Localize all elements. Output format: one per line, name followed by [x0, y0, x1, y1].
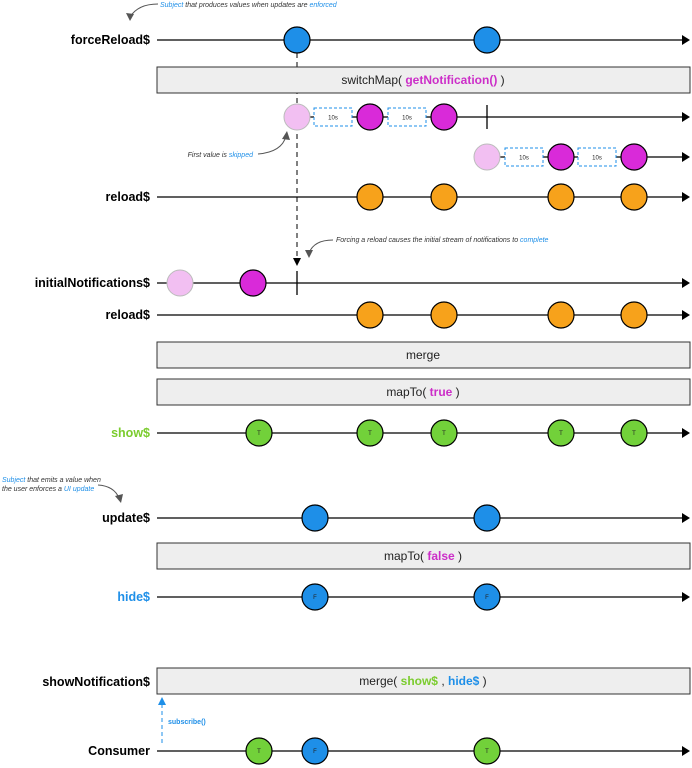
annotation-arrow-top: [129, 3, 159, 18]
marble-forceReload-2: [473, 26, 501, 54]
marble-show-2-label: T: [368, 431, 372, 437]
operator-merge-label: merge: [406, 348, 440, 362]
marble-show-1-label: T: [257, 431, 261, 437]
annotation-arrow-first: [257, 135, 287, 155]
annotation-top: Subject that produces values when update…: [160, 2, 338, 9]
delay-box: [577, 147, 617, 167]
marble-reload1-2: [430, 183, 458, 211]
marble-show-5-label: T: [632, 431, 636, 437]
delay-label: 10s: [592, 156, 602, 162]
marble-show-3: [430, 419, 458, 447]
annotation-arrowhead-forcing: [305, 250, 313, 258]
marble-show-2: [356, 419, 384, 447]
annotation-arrowhead-subject2: [115, 494, 123, 503]
annotation-forcing: Forcing a reload causes the initial stre…: [336, 237, 549, 244]
annotation-arrowhead-first: [282, 131, 290, 140]
marble-show-4: [547, 419, 575, 447]
operator-mapTo-false: [156, 542, 691, 570]
timeline-arrowhead: [682, 592, 690, 602]
marble-hide-2-label: F: [485, 595, 489, 601]
marble-hide-1: [301, 583, 329, 611]
marble-forceReload-1: [283, 26, 311, 54]
annotation-subject2-line1: Subject that emits a value when: [2, 477, 101, 484]
timeline-arrowhead: [682, 35, 690, 45]
operator-mapTo-true: [156, 378, 691, 406]
dashed-connector-arrowhead: [293, 258, 301, 266]
annotation-arrowhead-top: [126, 13, 134, 21]
marble-reload1-3: [547, 183, 575, 211]
marble-initial-skipped: [166, 269, 194, 297]
marble-reload2-1: [356, 301, 384, 329]
marble-consumer-1-label: T: [257, 749, 261, 755]
marble-reload1-4: [620, 183, 648, 211]
operator-merge: [156, 341, 691, 369]
subscribe-label: subscribe(): [168, 719, 206, 726]
label-consumer: Consumer: [88, 744, 150, 758]
operator-merge-final-label: merge( show$ , hide$ ): [359, 674, 486, 688]
operator-mapTo-false-label: mapTo( false ): [384, 549, 462, 563]
marble-reload2-2: [430, 301, 458, 329]
marble-show-5: [620, 419, 648, 447]
label-reload-2: reload$: [106, 308, 151, 322]
annotation-subject2-line2: the user enforces a UI update: [2, 486, 94, 493]
marble-reload2-4: [620, 301, 648, 329]
delay-label: 10s: [402, 116, 412, 122]
marble-hide-2: [473, 583, 501, 611]
subscribe-arrowhead: [158, 697, 166, 705]
label-show: show$: [111, 426, 150, 440]
delay-box: [313, 107, 353, 127]
annotation-arrow-forcing: [308, 239, 334, 254]
marble-consumer-2: [301, 737, 329, 765]
annotation-first-value: First value is skipped: [188, 152, 254, 159]
marble-inner2-2: [620, 143, 648, 171]
marble-consumer-1: [245, 737, 273, 765]
marble-inner1-skipped: [283, 103, 311, 131]
operator-mapTo-true-label: mapTo( true ): [386, 385, 459, 399]
label-reload-1: reload$: [106, 190, 151, 204]
label-initialNotifications: initialNotifications$: [35, 276, 150, 290]
label-showNotification: showNotification$: [42, 675, 150, 689]
delay-label: 10s: [519, 156, 529, 162]
marble-consumer-2-label: F: [313, 749, 317, 755]
marble-initial-1: [239, 269, 267, 297]
marble-hide-1-label: F: [313, 595, 317, 601]
label-forceReload: forceReload$: [71, 33, 150, 47]
marble-inner1-2: [430, 103, 458, 131]
timeline-arrowhead: [682, 746, 690, 756]
operator-merge-final: [156, 667, 691, 695]
timeline-arrowhead: [682, 152, 690, 162]
marble-update-2: [473, 504, 501, 532]
timeline-arrowhead: [682, 428, 690, 438]
marble-inner1-1: [356, 103, 384, 131]
marble-inner2-skipped: [473, 143, 501, 171]
timeline-arrowhead: [682, 112, 690, 122]
operator-switchMap-label: switchMap( getNotification() ): [341, 73, 504, 87]
marble-consumer-3-label: T: [485, 749, 489, 755]
marble-show-4-label: T: [559, 431, 563, 437]
marble-update-1: [301, 504, 329, 532]
marble-show-3-label: T: [442, 431, 446, 437]
marble-consumer-3: [473, 737, 501, 765]
timeline-arrowhead: [682, 278, 690, 288]
operator-switchMap: [156, 66, 691, 94]
marble-reload1-1: [356, 183, 384, 211]
delay-label: 10s: [328, 116, 338, 122]
marble-show-1: [245, 419, 273, 447]
timeline-arrowhead: [682, 192, 690, 202]
marble-reload2-3: [547, 301, 575, 329]
marble-inner2-1: [547, 143, 575, 171]
delay-box: [504, 147, 544, 167]
label-hide: hide$: [117, 590, 150, 604]
timeline-arrowhead: [682, 513, 690, 523]
timeline-arrowhead: [682, 310, 690, 320]
label-update: update$: [102, 511, 150, 525]
delay-box: [387, 107, 427, 127]
